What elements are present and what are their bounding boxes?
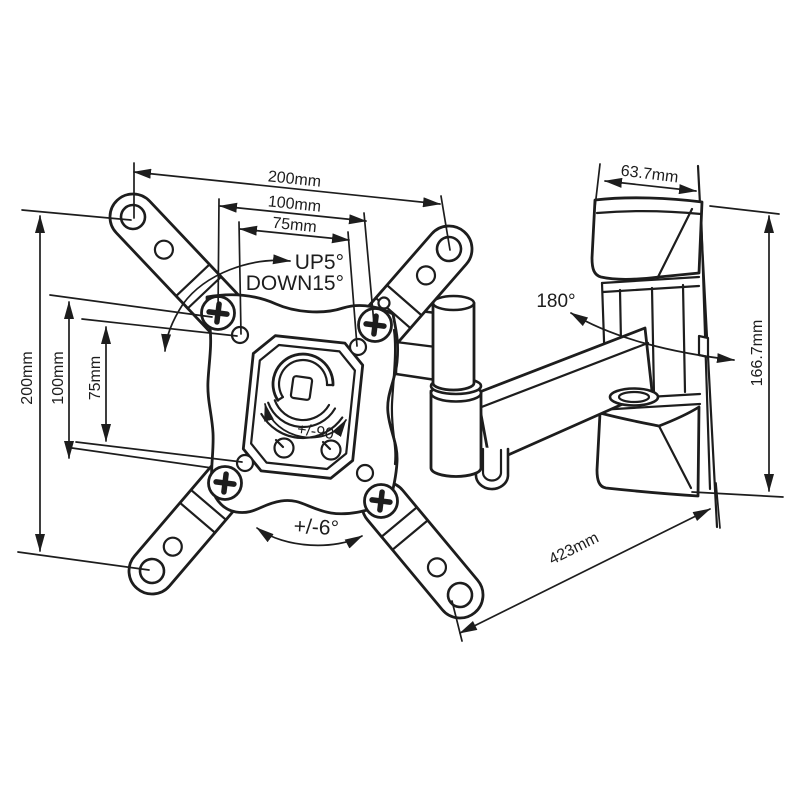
arm-mid-hole <box>415 265 437 286</box>
dim-top-100mm <box>219 202 367 225</box>
tilt-up-label: UP5° <box>295 251 344 274</box>
swivel-arc <box>570 312 735 364</box>
swivel-label: 180° <box>536 291 575 312</box>
corner-pin-hole <box>377 296 391 310</box>
phillips-screw-bottom-right <box>363 483 399 519</box>
dim-bracket-width <box>604 177 697 195</box>
dim-label-left-100mm: 100mm <box>50 351 67 404</box>
dim-label-arm-reach: 423mm <box>546 529 601 568</box>
pivot-cylinder-upper <box>431 294 476 392</box>
dimension-lines: 200mm 100mm 75mm 200mm 100mm 75mm 63.7mm… <box>17 162 784 642</box>
vesa75-hole <box>348 337 368 357</box>
arm-mid-hole <box>162 536 183 557</box>
dim-top-200mm <box>133 168 441 208</box>
tilt-down-label: DOWN15° <box>246 272 344 295</box>
dim-label-top-200mm: 200mm <box>267 168 322 190</box>
dim-label-bracket-height: 166.7mm <box>749 320 766 387</box>
dim-label-top-100mm: 100mm <box>267 193 322 215</box>
level-adjust-arc <box>256 527 363 549</box>
rotation-ring <box>271 352 335 402</box>
dim-top-75mm <box>239 225 350 244</box>
bracket-bottom-cover <box>594 392 702 498</box>
cable-hook <box>474 445 510 491</box>
arm-end-hole <box>119 203 147 231</box>
dim-label-bracket-width: 63.7mm <box>620 163 679 187</box>
dim-arm-reach <box>459 508 711 634</box>
vesa-plate <box>200 293 400 519</box>
vesa75-hole <box>235 453 255 473</box>
bracket-side-tab <box>697 334 710 359</box>
tilt-arc <box>161 254 291 352</box>
level-adjust-label: +/-6° <box>293 515 339 540</box>
phillips-screw-bottom-left <box>207 465 243 501</box>
wall-bracket <box>590 164 719 529</box>
keyhole-slot <box>289 375 314 401</box>
dim-label-left-200mm: 200mm <box>19 351 36 404</box>
vesa75-hole <box>355 463 375 483</box>
bracket-top-cover <box>590 196 704 281</box>
phillips-screw-top-right <box>357 307 393 343</box>
angle-annotations: UP5° DOWN15° 180° +/-90° +/-6° <box>161 251 735 549</box>
rotation-label: +/-90° <box>296 421 341 444</box>
rotation-arc <box>264 403 347 439</box>
pivot-cylinder-lower <box>429 376 483 478</box>
dim-label-left-75mm: 75mm <box>87 356 104 400</box>
arm-end-hole <box>138 557 166 585</box>
dim-label-top-75mm: 75mm <box>271 215 317 237</box>
wall-pivot <box>608 387 660 407</box>
arm-mid-hole <box>426 557 448 578</box>
